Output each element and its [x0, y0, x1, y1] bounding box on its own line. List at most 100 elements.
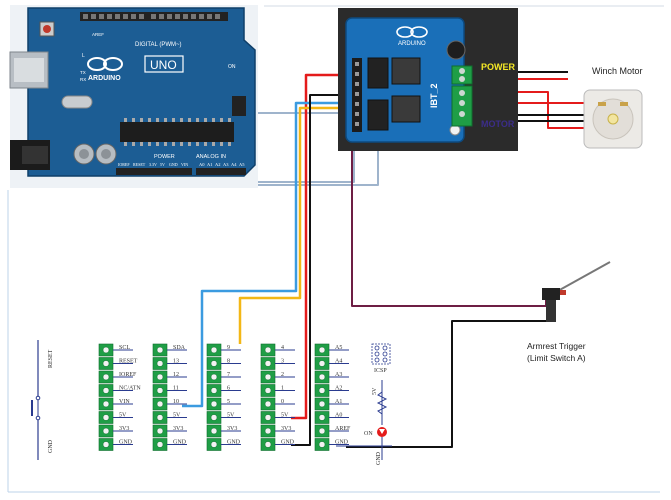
header-pin-hole [318, 414, 326, 421]
icsp-label: ICSP [374, 368, 387, 374]
usb-connector-inner [14, 58, 44, 82]
analog-pin-label: A5 [239, 162, 245, 167]
power-terminal-screw-2 [459, 76, 465, 82]
wire-gray-3 [258, 138, 379, 186]
l-label: L [82, 53, 85, 59]
driver-motor-label: MOTOR [481, 119, 515, 129]
header-pin-label: 5 [227, 399, 230, 405]
capacitor-1-top [79, 149, 89, 159]
header-pin-hole [102, 427, 110, 435]
wire-black-switch [346, 320, 548, 448]
ibt2-driver-board: ARDUINO IBT_2 POWER MOTOR [338, 8, 518, 151]
microcontroller-chip [120, 122, 234, 142]
driver-ic-4 [391, 95, 421, 123]
header-pin-label: 3V3 [119, 426, 129, 432]
led-resistor [376, 391, 388, 415]
arduino-brand: ARDUINO [88, 75, 121, 82]
ioref-pin-label: IOREF [118, 162, 130, 167]
uno-badge [144, 55, 184, 73]
chip-pins [124, 118, 231, 146]
led-arrow-icon [379, 429, 385, 434]
header-pin-hole [264, 373, 272, 381]
driver-capacitor [446, 40, 466, 60]
header-pin-label: 3V3 [281, 426, 291, 432]
header-pin-label: 1 [281, 386, 284, 392]
driver-model: IBT_2 [429, 83, 439, 108]
header-pin-label: 5V [281, 413, 289, 419]
header-pin-hole [210, 414, 218, 421]
wire-yellow [238, 106, 356, 344]
limit-switch-button [560, 290, 566, 295]
winch-motor-shaft [607, 113, 619, 125]
power-header [116, 168, 192, 175]
tx-label: TX [80, 70, 86, 75]
header-pin-hole [102, 400, 110, 408]
header-pin-label: 3V3 [173, 426, 183, 432]
driver-power-label: POWER [481, 62, 516, 72]
header-pin-label: 0 [281, 399, 284, 405]
board-pcb [27, 7, 256, 177]
header-pin-label: SDA [173, 345, 186, 351]
header-pin-label: 6 [227, 386, 230, 392]
header-pin-label: GND [173, 440, 187, 446]
header-pin-hole [156, 346, 164, 354]
header-pin-hole [210, 346, 218, 354]
header-pin-label: GND [119, 440, 133, 446]
header-pin-label: A0 [335, 413, 342, 419]
header-pin-hole [264, 414, 272, 421]
schematic-gnd-label: GND [48, 439, 54, 453]
limit-switch-lever [555, 261, 611, 293]
header-pin-label: 7 [227, 372, 230, 378]
analog-pin-label: A1 [207, 162, 213, 167]
reset-pin-label: RESET [133, 162, 146, 167]
header-pin-label: 13 [173, 359, 179, 365]
analog-pin-label: A4 [231, 162, 237, 167]
power-terminal-screw-1 [459, 68, 465, 74]
arduino-uno-board: AREF DIGITAL (PWM~) TX RX L ON ARDUINO U… [9, 5, 258, 188]
header-pin-hole [264, 427, 272, 435]
header-pin-label: NC/ATN [119, 386, 141, 392]
reset-switch-terminal-1 [35, 395, 41, 401]
wire-red-5v [291, 73, 356, 420]
header-pin-hole [264, 441, 272, 448]
header-pin-label: A5 [335, 345, 342, 351]
winch-motor-tab-1 [598, 102, 606, 106]
header-pin-hole [156, 360, 164, 367]
header-pin-label: GND [227, 440, 241, 446]
header-pin-hole [264, 360, 272, 367]
uno-label: UNO [150, 58, 177, 72]
winch-motor: Winch Motor [583, 66, 643, 149]
header-pin-hole [264, 346, 272, 354]
power-header-label: POWER [154, 154, 175, 160]
header-pin-hole [210, 427, 218, 435]
reset-button-cap [43, 25, 51, 33]
vin-pin-label: VIN [181, 162, 188, 167]
pin-headers: SCLRESETIOREFNC/ATNVIN5V3V3GNDSDA1312111… [98, 343, 351, 451]
header-pin-label: A2 [335, 386, 342, 392]
header-pin-label: 3 [281, 359, 284, 365]
header-pin-label: 5V [119, 413, 127, 419]
header-pin-label: A1 [335, 399, 342, 405]
header-pin-hole [318, 427, 326, 435]
motor-terminal-screw-2 [459, 100, 465, 106]
motor-terminal-screw-3 [459, 111, 465, 117]
digital-header-pins [83, 14, 220, 19]
header-pin-label: A3 [335, 372, 342, 378]
header-pin-label: 5V [227, 413, 235, 419]
wire-black-gnd [291, 94, 356, 446]
header-pin-hole [264, 400, 272, 408]
schematic: RESET GND SCLRESETIOREFNC/ATNVIN5V3V3GND… [31, 340, 392, 465]
header-pin-label: GND [335, 440, 349, 446]
header-pin-hole [102, 441, 110, 448]
v33-pin-label: 3.3V [149, 162, 157, 167]
capacitor-2-top [101, 149, 111, 159]
header-pin-hole [156, 427, 164, 435]
icsp-pins [374, 345, 388, 363]
reset-switch-terminal-2 [35, 415, 41, 421]
led-on-label: ON [364, 431, 373, 437]
header-pin-label: 4 [281, 345, 284, 351]
analog-pin-label: A0 [199, 162, 205, 167]
